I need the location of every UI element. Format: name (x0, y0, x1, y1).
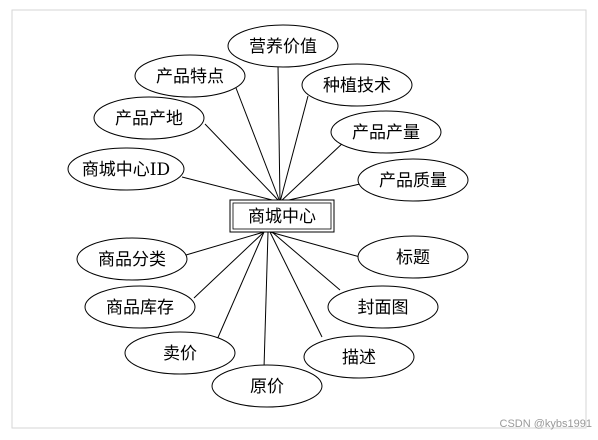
connector-line (263, 231, 269, 369)
attribute-label: 卖价 (163, 344, 197, 364)
attribute: 商品库存 (84, 285, 196, 329)
connectors (181, 64, 361, 369)
attribute-label: 营养价值 (249, 37, 317, 57)
connector-line (279, 140, 346, 203)
connector-line (269, 231, 361, 258)
attribute: 产品特点 (134, 54, 246, 98)
connector-line (235, 87, 281, 203)
connector-line (193, 231, 265, 299)
attribute-label: 原价 (250, 377, 284, 397)
entity-label: 商城中心 (248, 207, 316, 227)
attribute-label: 描述 (342, 348, 376, 368)
connector-line (181, 176, 281, 203)
attribute: 原价 (211, 364, 323, 408)
attribute: 标题 (357, 235, 469, 279)
watermark: CSDN @kybs1991 (499, 418, 592, 430)
attribute: 描述 (303, 335, 415, 379)
attribute: 产品产量 (330, 110, 442, 154)
entity-box: 商城中心 (229, 199, 335, 233)
attribute-label: 种植技术 (323, 76, 391, 96)
attribute-label: 封面图 (358, 298, 409, 318)
attribute: 商城中心ID (67, 147, 185, 191)
attribute-label: 产品产地 (115, 109, 183, 129)
attribute-label: 产品质量 (379, 171, 447, 191)
attribute: 营养价值 (227, 24, 339, 68)
diagram-frame (11, 9, 587, 429)
connector-line (279, 95, 309, 203)
connector-line (185, 231, 265, 256)
attribute: 封面图 (327, 285, 439, 329)
attribute-label: 商品库存 (106, 298, 174, 318)
attribute: 卖价 (124, 331, 236, 375)
attribute-label: 产品特点 (156, 67, 224, 87)
attribute-label: 商城中心ID (82, 160, 170, 180)
connector-line (269, 231, 323, 338)
attribute: 产品质量 (357, 158, 469, 202)
connector-line (271, 231, 341, 291)
connector-line (277, 64, 281, 203)
attribute: 产品产地 (93, 96, 205, 140)
connector-line (279, 183, 361, 203)
attribute-label: 商品分类 (98, 250, 166, 270)
attribute: 种植技术 (301, 63, 413, 107)
attribute: 商品分类 (76, 237, 188, 281)
attribute-label: 产品产量 (352, 123, 420, 143)
connector-line (215, 231, 265, 343)
connector-line (204, 123, 281, 203)
attribute-label: 标题 (396, 248, 430, 268)
